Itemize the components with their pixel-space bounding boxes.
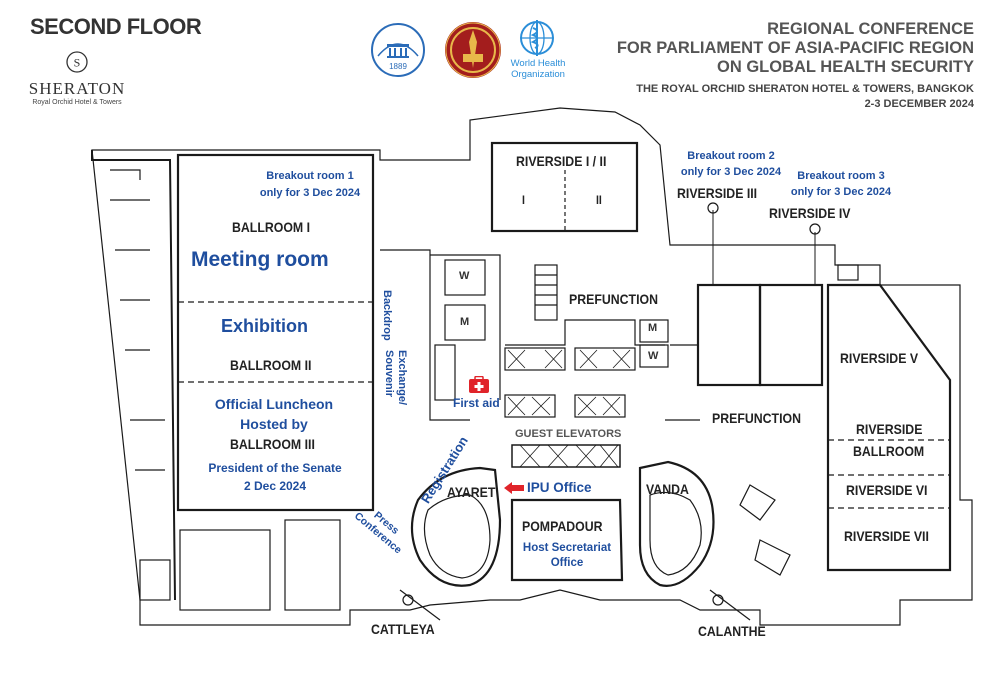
sheraton-emblem-icon: S xyxy=(66,51,88,73)
ipu-logo-icon: 1889 xyxy=(371,23,425,77)
conference-title-line2: FOR PARLIAMENT OF ASIA-PACIFIC REGION xyxy=(616,39,974,57)
host-line1: Host Secretariat xyxy=(522,542,612,554)
prefunction-right-label: PREFUNCTION xyxy=(712,410,801,426)
outer-wall xyxy=(91,107,973,626)
washroom-w2-label: W xyxy=(648,350,659,362)
ballroom-2-label: BALLROOM II xyxy=(230,357,312,373)
ipu-year: 1889 xyxy=(389,62,407,71)
host-secretariat-note: Host Secretariat Office xyxy=(512,541,622,571)
washroom-m2-label: M xyxy=(648,322,658,334)
ayaret-outline xyxy=(410,466,502,587)
cattleya-label: CATTLEYA xyxy=(371,621,435,637)
exhibition-label: Exhibition xyxy=(221,316,308,336)
riverside-3-label: RIVERSIDE III xyxy=(677,185,758,201)
breakout-room-1-note: Breakout room 1 only for 3 Dec 2024 xyxy=(248,168,372,202)
dates-line: 2-3 DECEMBER 2024 xyxy=(864,98,974,110)
svg-text:S: S xyxy=(74,56,81,70)
breakout-room-3-note: Breakout room 3 only for 3 Dec 2024 xyxy=(782,168,900,200)
pompadour-outline xyxy=(510,498,624,582)
host-line2: Office xyxy=(550,557,584,569)
hotel-name: SHERATON xyxy=(28,79,126,98)
washroom-m1-outline xyxy=(444,304,486,341)
exchange-line: Exchange/ xyxy=(396,350,408,406)
ayaret-label: AYARET xyxy=(447,484,496,500)
riverside-5-label: RIVERSIDE V xyxy=(840,350,919,366)
guest-elevators-label: GUEST ELEVATORS xyxy=(515,428,622,440)
riverside-ballroom-label-2: BALLROOM xyxy=(853,443,925,459)
ballroom-outline xyxy=(176,153,375,512)
riverside-ii-label: II xyxy=(596,193,602,207)
luncheon-host-note: President of the Senate 2 Dec 2024 xyxy=(190,459,360,495)
breakout3-line1: Breakout room 3 xyxy=(797,170,885,182)
prefunction-top-label: PREFUNCTION xyxy=(569,291,658,307)
who-line1: World Health xyxy=(510,58,566,69)
luncheon-line2: Hosted by xyxy=(240,416,308,432)
meeting-room-label: Meeting room xyxy=(191,248,329,271)
luncheon-line3: President of the Senate xyxy=(208,461,342,475)
riverside-1-2-outline xyxy=(490,141,639,233)
riverside-1-2-label: RIVERSIDE I / II xyxy=(516,153,607,169)
who-line2: Organization xyxy=(511,69,565,80)
breakout1-line2: only for 3 Dec 2024 xyxy=(259,187,361,199)
official-luncheon-note: Official Luncheon Hosted by xyxy=(188,394,360,434)
ipu-office-arrow-icon xyxy=(504,482,524,494)
riverside-3-outline xyxy=(696,283,762,387)
conference-title-line3: ON GLOBAL HEALTH SECURITY xyxy=(717,58,974,76)
washroom-w1-label: W xyxy=(459,270,470,282)
who-text: World Health Organization xyxy=(508,58,568,80)
breakout1-line1: Breakout room 1 xyxy=(266,170,354,182)
riverside-ballroom-label-1: RIVERSIDE xyxy=(856,421,923,437)
sheraton-logo: S SHERATON Royal Orchid Hotel & Towers xyxy=(22,50,132,106)
first-aid-icon xyxy=(469,376,489,393)
who-logo-icon xyxy=(520,20,554,56)
conference-header: REGIONAL CONFERENCE FOR PARLIAMENT OF AS… xyxy=(617,20,974,112)
ipu-office-label: IPU Office xyxy=(527,480,592,495)
venue-line: THE ROYAL ORCHID SHERATON HOTEL & TOWERS… xyxy=(636,83,974,95)
hotel-subtitle: Royal Orchid Hotel & Towers xyxy=(32,99,122,106)
ballroom-3-label: BALLROOM III xyxy=(230,436,315,452)
souvenir-line: Souvenir xyxy=(383,350,395,398)
floor-title: SECOND FLOOR xyxy=(30,14,202,39)
washroom-m1-label: M xyxy=(460,316,470,328)
riverside-6-label: RIVERSIDE VI xyxy=(846,482,928,498)
breakout3-line2: only for 3 Dec 2024 xyxy=(790,186,892,198)
riverside-4-outline xyxy=(758,283,824,387)
luncheon-line1: Official Luncheon xyxy=(214,396,334,412)
calanthe-label: CALANTHE xyxy=(698,623,766,639)
luncheon-line4: 2 Dec 2024 xyxy=(243,479,307,493)
breakout-room-2-note: Breakout room 2 only for 3 Dec 2024 xyxy=(672,148,790,180)
breakout2-line2: only for 3 Dec 2024 xyxy=(680,166,782,178)
riverside-7-label: RIVERSIDE VII xyxy=(844,528,929,544)
breakout2-line1: Breakout room 2 xyxy=(687,150,775,162)
vanda-label: VANDA xyxy=(646,481,689,497)
pompadour-label: POMPADOUR xyxy=(522,518,603,534)
thai-parliament-emblem-icon xyxy=(445,22,501,78)
vanda-outline xyxy=(638,460,715,587)
ballroom-1-label: BALLROOM I xyxy=(232,219,311,235)
conference-title-line1: REGIONAL CONFERENCE xyxy=(767,20,974,38)
riverside-i-label: I xyxy=(522,193,525,207)
backdrop-label: Backdrop xyxy=(381,290,393,341)
riverside-4-label: RIVERSIDE IV xyxy=(769,205,851,221)
washroom-w1-outline xyxy=(444,259,486,296)
exchange-souvenir-label: Exchange/ Souvenir xyxy=(382,350,408,405)
first-aid-label: First aid xyxy=(453,396,500,410)
